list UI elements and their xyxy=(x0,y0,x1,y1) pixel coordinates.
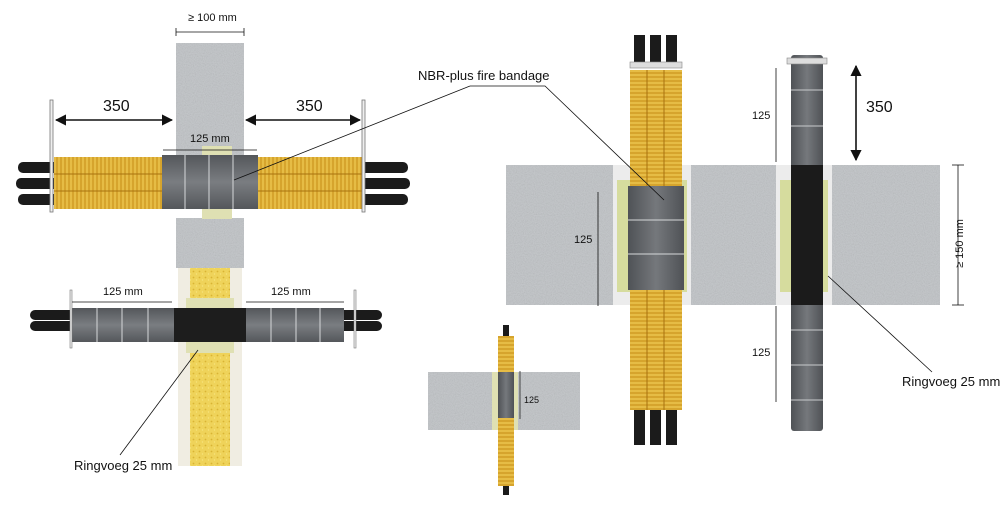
small-bandage xyxy=(498,372,514,418)
insulation-right xyxy=(258,157,362,209)
leader-nbr-plus xyxy=(470,85,665,201)
bandage-width-bottom-right-label: 125 mm xyxy=(271,286,311,298)
leader-ringvoeg-right xyxy=(827,275,933,373)
cable-insulation-lower xyxy=(630,286,682,410)
filler-bottom-upper xyxy=(186,298,234,310)
ringvoeg-right-label: Ringvoeg 25 mm xyxy=(902,374,1000,389)
dim-125-above-label: 125 xyxy=(752,110,771,122)
dim-125-below-label: 125 xyxy=(752,347,771,359)
clamp-right xyxy=(361,99,366,213)
bandage-width-bottom-left-label: 125 mm xyxy=(103,286,143,298)
mineral-wool-core xyxy=(190,268,230,466)
wall-middle xyxy=(176,218,244,268)
clamp-left xyxy=(49,99,54,213)
fire-bandage-top-run xyxy=(162,155,258,209)
small-diagram xyxy=(428,325,580,495)
insulation-left xyxy=(54,157,164,209)
leader-ringvoeg-left xyxy=(119,349,199,456)
wall-thickness-label: ≥ 100 mm xyxy=(188,12,237,24)
filler-bottom-lower xyxy=(186,341,234,353)
dim-350-left-label: 350 xyxy=(103,98,130,115)
wall-top xyxy=(176,43,244,155)
filler-top-right xyxy=(202,207,232,219)
bandage-bottom-right xyxy=(246,308,344,342)
bandage-width-top-label: 125 mm xyxy=(190,133,230,145)
cable-insulation-upper xyxy=(630,70,682,186)
dim-125-wall-label: 125 xyxy=(574,234,593,246)
ringvoeg-left-label: Ringvoeg 25 mm xyxy=(74,458,173,473)
bandage-bottom-left xyxy=(72,308,174,342)
dim-350-vertical-label: 350 xyxy=(866,99,893,116)
small-bandage-width-label: 125 xyxy=(524,395,540,405)
floor-thickness-label: ≥ 150 mm xyxy=(953,219,966,268)
nbr-plus-label: NBR-plus fire bandage xyxy=(418,68,550,83)
right-diagram xyxy=(233,35,964,445)
cable-bundle-ends xyxy=(634,35,677,445)
dim-350-right-label: 350 xyxy=(296,98,323,115)
leader-nbr-plus-left xyxy=(233,85,471,181)
floor-slab xyxy=(506,165,940,305)
bundle-bandage xyxy=(628,186,684,290)
left-diagram xyxy=(16,28,410,466)
